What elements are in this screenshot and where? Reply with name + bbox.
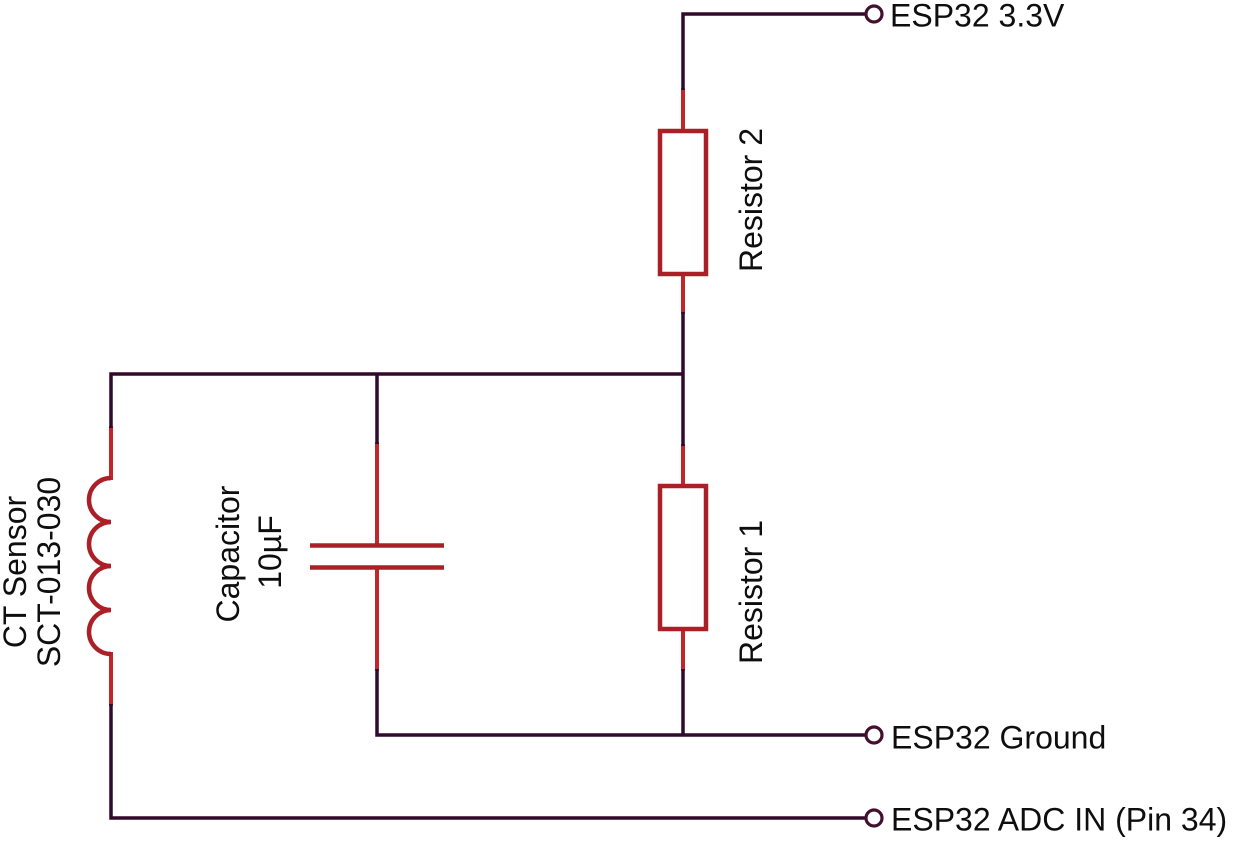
wire-adc [109,704,866,820]
resistor2-symbol [657,128,709,277]
circuit-wires [109,12,866,820]
terminal-ground-circle [864,725,884,745]
resistor2-label: Resistor 2 [733,128,769,272]
wire-vcc [681,12,866,90]
capacitor-label-line1: Capacitor [210,485,246,622]
ct-sensor-label-line1: CT Sensor [0,495,33,648]
terminal-pins [864,4,884,828]
resistor1-label: Resistor 1 [733,520,769,664]
capacitor-label-line2: 10µF [252,515,288,589]
component-leads [109,88,685,706]
wire-ground [375,669,866,737]
terminal-vcc-label: ESP32 3.3V [890,0,1065,34]
terminal-ground-label: ESP32 Ground [891,720,1106,756]
component-symbols [86,128,709,657]
terminal-adc-label: ESP32 ADC IN (Pin 34) [891,802,1227,838]
ct-sensor-coil-symbol [86,475,112,657]
wire-node-mid [109,372,683,428]
resistor1-symbol [657,483,709,632]
terminal-vcc-circle [864,4,884,24]
terminal-adc-circle [864,808,884,828]
ct-sensor-label-line2: SCT-013-030 [31,477,67,667]
